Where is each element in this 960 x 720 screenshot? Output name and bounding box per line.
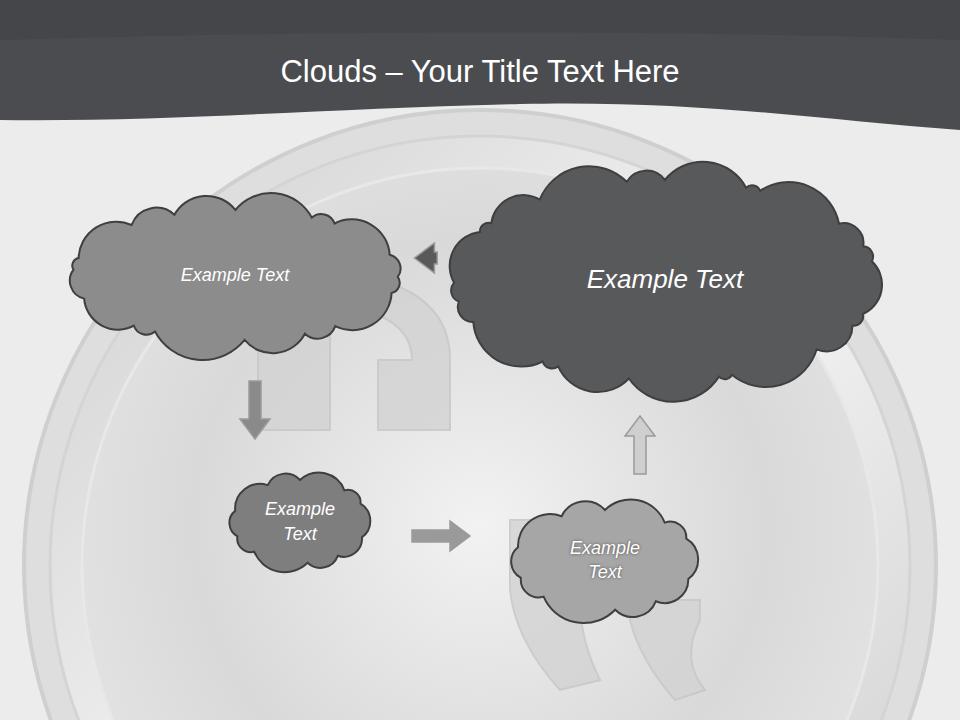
cloud-outline xyxy=(218,465,382,578)
cloud-text: Example Text xyxy=(555,536,655,585)
slide-title: Clouds – Your Title Text Here xyxy=(0,54,960,90)
flow-arrow xyxy=(625,395,655,495)
cloud-text: Example Text xyxy=(125,263,345,287)
cloud-shape: Example Text xyxy=(439,165,891,395)
cloud-shape: Example Text xyxy=(500,495,710,625)
cloud-shape: Example Text xyxy=(218,465,382,578)
cloud-shape: Example Text xyxy=(58,195,413,355)
cloud-text: Example Text xyxy=(255,497,345,546)
cloud-text: Example Text xyxy=(525,262,805,297)
flow-arrow xyxy=(382,521,500,551)
flow-arrow xyxy=(240,355,270,465)
flow-arrow xyxy=(412,243,439,273)
cloud-outline xyxy=(500,495,710,625)
